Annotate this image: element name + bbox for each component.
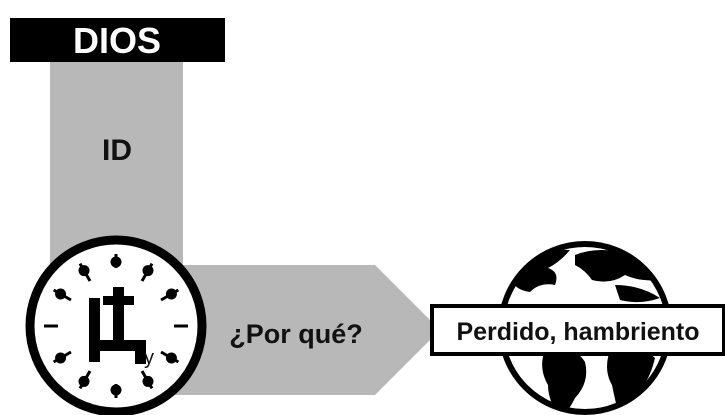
globe-icon <box>498 241 672 415</box>
globe-label-box: Perdido, hambriento <box>430 304 725 356</box>
clock-tick-dot <box>110 384 122 396</box>
clock-tick-dot <box>165 288 177 300</box>
clock-tick-dot <box>110 256 122 268</box>
clock-symbol: y <box>89 287 154 369</box>
horizontal-flow-arrow <box>160 265 440 395</box>
clock-tick-dot <box>142 375 154 387</box>
globe-label: Perdido, hambriento <box>456 318 699 346</box>
horizontal-flow-label: ¿Por qué? <box>229 319 363 349</box>
clock-tick-dot <box>142 265 154 277</box>
clock-icon: y <box>25 235 207 415</box>
clock-subscript: y <box>144 347 154 369</box>
title-bar <box>10 18 225 62</box>
clock-tick-dot <box>78 265 90 277</box>
clock-tick-dot <box>165 352 177 364</box>
vertical-flow-label: ID <box>102 134 132 167</box>
clock-tick-dot <box>78 375 90 387</box>
clock-tick-dot <box>55 352 67 364</box>
clock-ticks <box>44 254 188 398</box>
title-text: DIOS <box>73 20 161 61</box>
clock-tick-dot <box>55 288 67 300</box>
